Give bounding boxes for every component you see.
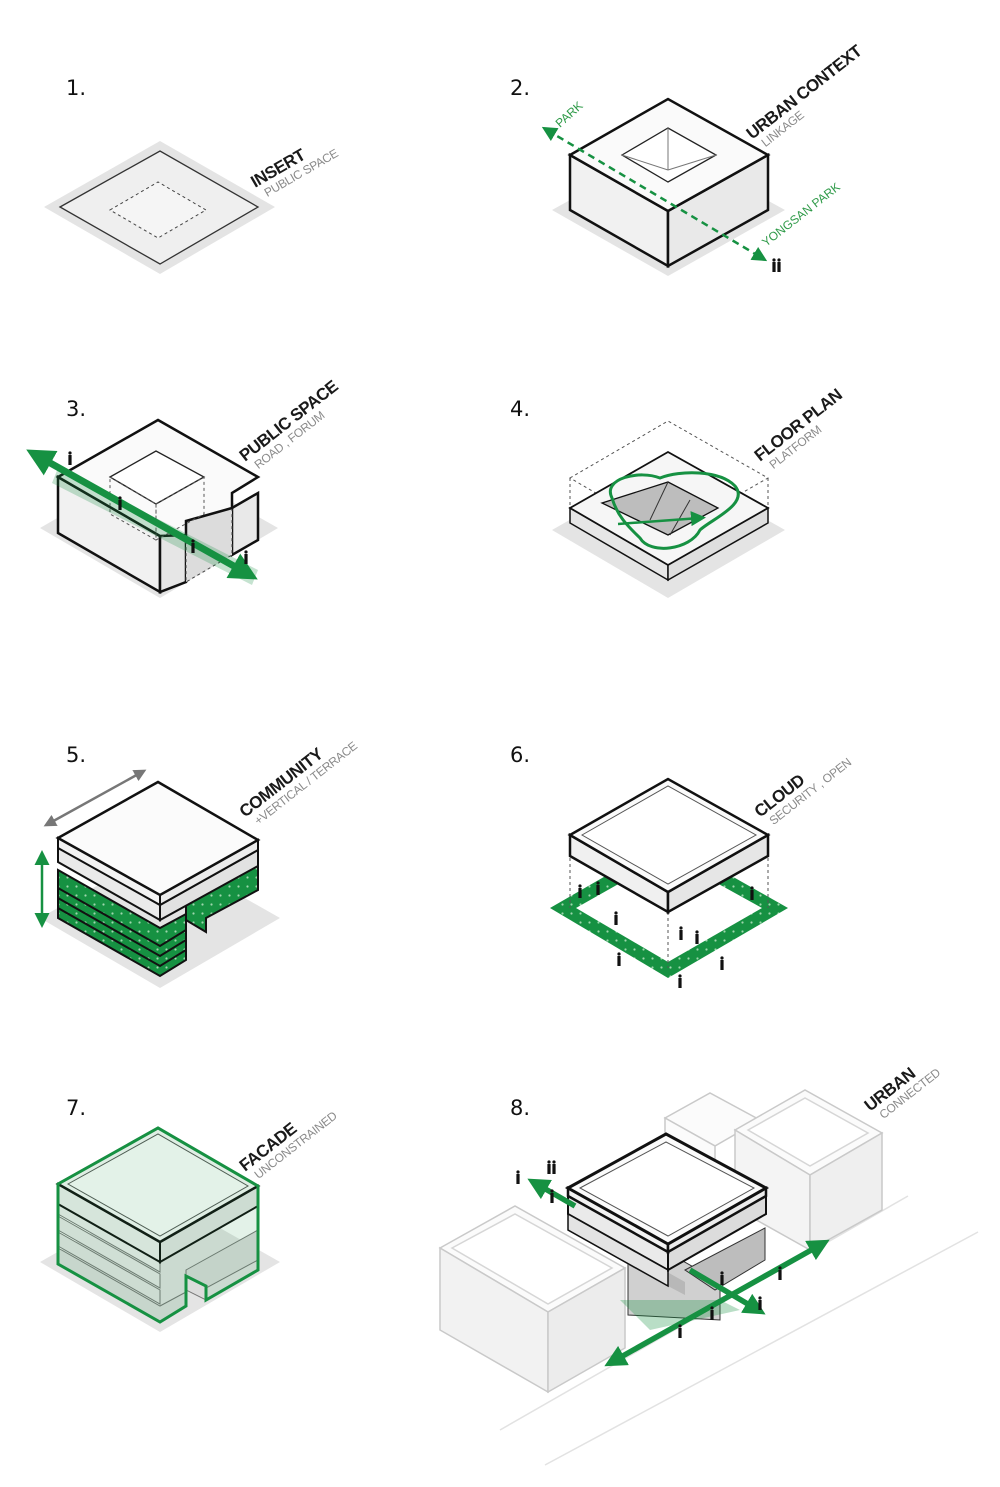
panel-8: 8. — [438, 1064, 979, 1466]
person-icon — [750, 886, 754, 900]
person-icon — [244, 550, 248, 564]
person-icon — [118, 496, 122, 510]
panel-number: 1. — [66, 76, 86, 100]
person-icon — [552, 1160, 556, 1174]
panel-number: 7. — [66, 1096, 86, 1120]
person-icon — [710, 1306, 714, 1320]
urban-connection-arrow — [527, 1178, 577, 1209]
panel-7: 7. FACADE UNCONSTRAINED — [40, 1096, 340, 1332]
person-icon — [720, 1271, 724, 1285]
person-icon — [68, 451, 72, 465]
panel-title: URBAN CONTEXT — [743, 41, 867, 143]
panel-number: 8. — [510, 1096, 530, 1120]
person-icon — [596, 881, 600, 895]
facade-envelope — [56, 1126, 260, 1324]
person-icon — [678, 974, 682, 988]
person-icon — [516, 1170, 520, 1184]
person-icon — [777, 258, 781, 272]
neighbor-building — [438, 1089, 884, 1394]
panel-number: 4. — [510, 397, 530, 421]
panel-number: 3. — [66, 397, 86, 421]
circulation-loop — [608, 471, 740, 550]
person-icon — [614, 911, 618, 925]
person-icon — [772, 258, 776, 272]
panel-title: PUBLIC SPACE — [236, 377, 342, 466]
panel-2: 2. PARK YONGSAN PARK URBAN CONTEXT LINKA… — [510, 41, 867, 276]
panel-4: 4. FLOOR PLAN PLATFORM — [510, 385, 846, 598]
road-arrow — [26, 449, 258, 580]
courtyard — [600, 481, 720, 536]
panel-1: 1. INSERT PUBLIC SPACE — [44, 76, 341, 274]
person-icon — [678, 1324, 682, 1338]
park-linkage-arrow — [541, 126, 768, 262]
panel-6: 6. CLOUD SECURITY , OPEN — [510, 743, 854, 988]
person-icon — [578, 884, 582, 898]
urban-connection-arrow — [688, 1267, 766, 1315]
panel-3: 3. PUBLIC SPACE ROAD , FORUM — [26, 377, 342, 598]
panel-number: 5. — [66, 743, 86, 767]
person-icon — [679, 926, 683, 940]
panel-5: 5. COMMUNITY +VERTICAL / TERRACE — [34, 739, 360, 988]
person-icon — [720, 956, 724, 970]
park-label: PARK — [553, 99, 586, 131]
panel-number: 2. — [510, 76, 530, 100]
public-space-outline — [109, 181, 207, 239]
person-icon — [547, 1160, 551, 1174]
width-dimension-arrow — [43, 769, 147, 827]
person-icon — [695, 930, 699, 944]
person-icon — [550, 1189, 554, 1203]
person-icon — [191, 539, 195, 553]
person-icon — [778, 1266, 782, 1280]
facade-slabs — [57, 1199, 259, 1323]
panel-number: 6. — [510, 743, 530, 767]
person-icon — [758, 1296, 762, 1310]
urban-connection-arrow — [604, 1239, 830, 1367]
terrace-slabs — [57, 858, 259, 978]
person-icon — [617, 952, 621, 966]
